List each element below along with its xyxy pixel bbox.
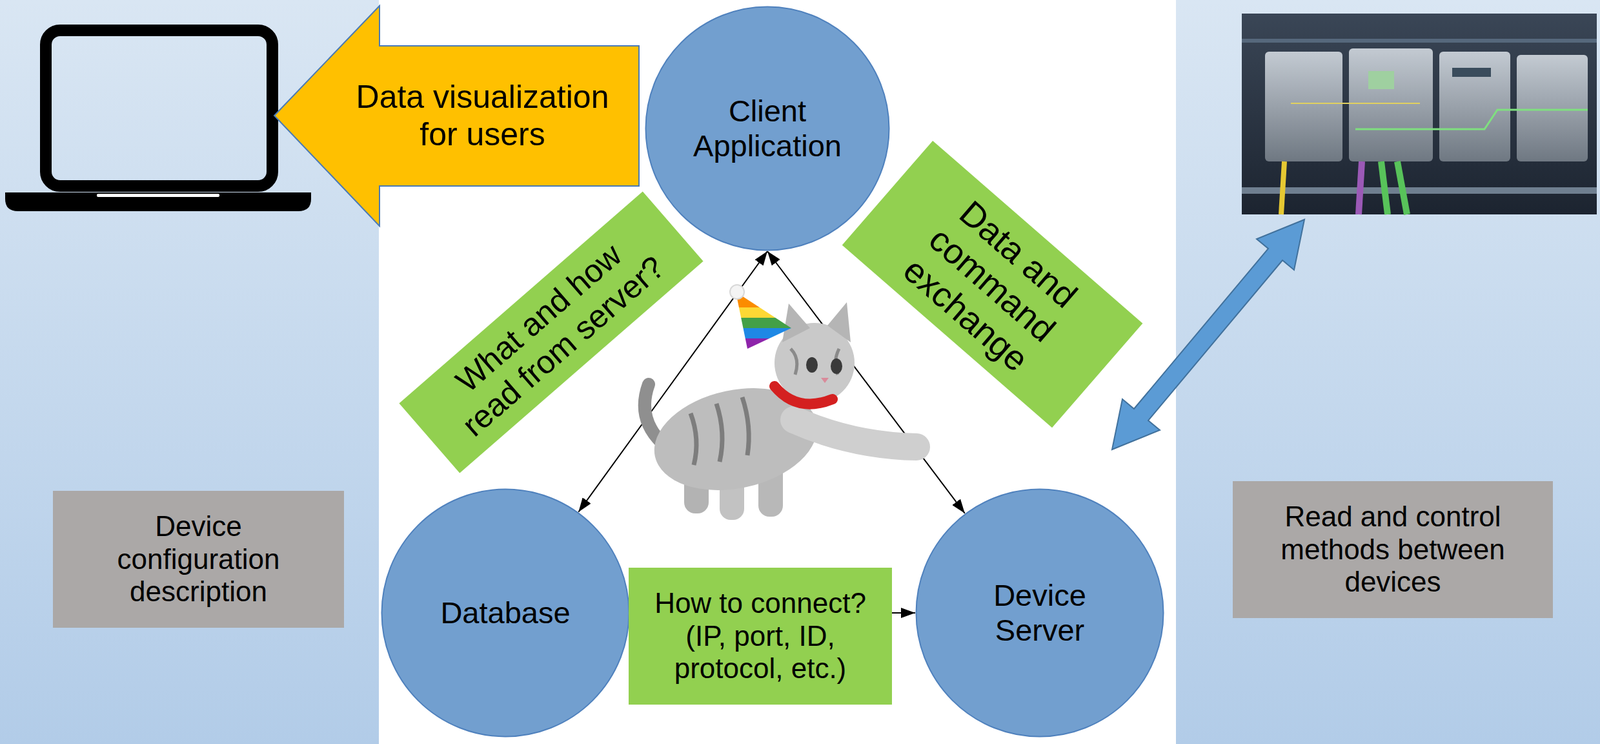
node-label: Device configuration description	[78, 509, 319, 608]
laptop-icon	[5, 30, 312, 212]
node-label: Database	[440, 595, 570, 630]
node-label: Read and control methods between devices	[1245, 500, 1540, 599]
circle-outline	[382, 489, 630, 737]
note-box: How to connect? (IP, port, ID, protocol,…	[628, 567, 892, 705]
circle-outline	[646, 7, 890, 251]
arrow-outline	[274, 5, 639, 226]
note-box: Read and control methods between devices	[1232, 480, 1553, 618]
node-label: Client Application	[680, 93, 855, 164]
plc-photo	[1241, 13, 1597, 215]
output-arrow: Data visualization for users	[273, 5, 640, 227]
client-circle: Client Application	[644, 5, 891, 252]
node-label: How to connect? (IP, port, ID, protocol,…	[638, 586, 883, 685]
server-circle: Device Server	[915, 487, 1165, 738]
note-box: Device configuration description	[52, 490, 345, 628]
circle-outline	[916, 489, 1164, 737]
node-label: Device Server	[950, 577, 1129, 648]
double-arrow	[1112, 219, 1305, 450]
database-circle: Database	[380, 487, 630, 738]
node-label: Data visualization for users	[338, 78, 627, 153]
